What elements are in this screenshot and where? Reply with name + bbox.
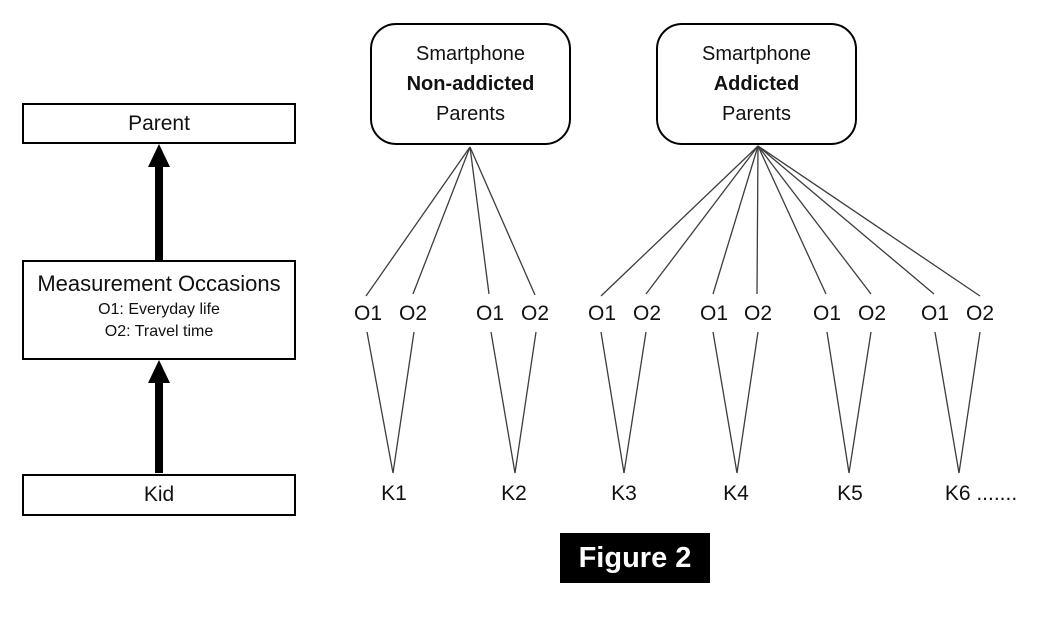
observation-line bbox=[826, 331, 850, 474]
occasion-label: O2 bbox=[965, 302, 995, 325]
group-label-line: Parents bbox=[722, 103, 791, 125]
fan-line bbox=[757, 145, 935, 295]
occasion-label: O1 bbox=[920, 302, 950, 325]
nonaddicted-fan-lines bbox=[365, 146, 536, 297]
kid-label: K6 ....... bbox=[944, 482, 1018, 505]
occasion-label: O2 bbox=[743, 302, 773, 325]
occasion-to-kid-lines bbox=[366, 331, 981, 474]
observation-line bbox=[600, 331, 625, 474]
observation-line bbox=[958, 331, 981, 474]
group-label-line: Parents bbox=[436, 103, 505, 125]
observation-line bbox=[736, 331, 759, 474]
figure-caption: Figure 2 bbox=[560, 533, 710, 583]
fan-line bbox=[469, 146, 490, 295]
occasion-label: O2 bbox=[398, 302, 428, 325]
fan-line bbox=[469, 146, 536, 296]
parent-box-label: Parent bbox=[128, 111, 190, 135]
addicted-parents-box: Smartphone Addicted Parents bbox=[656, 23, 857, 145]
group-label-line: Smartphone bbox=[416, 43, 525, 65]
kid-box: Kid bbox=[22, 474, 296, 516]
observation-line bbox=[366, 331, 394, 474]
observation-line bbox=[514, 331, 537, 474]
occasion-definition-o2: O2: Travel time bbox=[104, 323, 214, 340]
group-label-line-bold: Non-addicted bbox=[406, 73, 535, 95]
parent-box: Parent bbox=[22, 103, 296, 144]
measurement-occasions-box: Measurement Occasions O1: Everyday life … bbox=[22, 260, 296, 360]
fan-line bbox=[757, 145, 981, 297]
occasion-label: O1 bbox=[699, 302, 729, 325]
fan-line bbox=[645, 145, 759, 295]
fan-line bbox=[600, 145, 759, 297]
occasion-label: O1 bbox=[475, 302, 505, 325]
fan-line bbox=[412, 146, 471, 295]
fan-line bbox=[712, 145, 759, 295]
observation-line bbox=[490, 331, 516, 474]
fan-line bbox=[757, 145, 827, 295]
group-label-line: Smartphone bbox=[702, 43, 811, 65]
occasion-label: O1 bbox=[587, 302, 617, 325]
occasion-label: O2 bbox=[857, 302, 887, 325]
observation-line bbox=[712, 331, 738, 474]
kid-box-label: Kid bbox=[143, 483, 175, 506]
addicted-fan-lines bbox=[600, 145, 981, 297]
occasion-label: O2 bbox=[632, 302, 662, 325]
occasion-label: O1 bbox=[353, 302, 383, 325]
occasion-label: O2 bbox=[520, 302, 550, 325]
fan-line bbox=[756, 145, 759, 295]
observation-line bbox=[623, 331, 647, 474]
fan-line bbox=[757, 145, 872, 295]
measurement-occasions-title: Measurement Occasions bbox=[37, 271, 281, 296]
kid-to-occasions-arrow bbox=[148, 360, 170, 473]
kid-label: K1 bbox=[381, 482, 407, 505]
occasion-label: O1 bbox=[812, 302, 842, 325]
observation-line bbox=[848, 331, 872, 474]
kid-label: K4 bbox=[723, 482, 749, 505]
kid-label: K3 bbox=[611, 482, 637, 505]
group-label-line-bold: Addicted bbox=[713, 73, 800, 95]
kid-label: K5 bbox=[837, 482, 863, 505]
observation-line bbox=[934, 331, 960, 474]
occasion-definition-o1: O1: Everyday life bbox=[98, 301, 220, 318]
kid-label: K2 bbox=[501, 482, 527, 505]
nonaddicted-parents-box: Smartphone Non-addicted Parents bbox=[370, 23, 571, 145]
fan-line bbox=[365, 146, 471, 297]
observation-line bbox=[392, 331, 415, 474]
